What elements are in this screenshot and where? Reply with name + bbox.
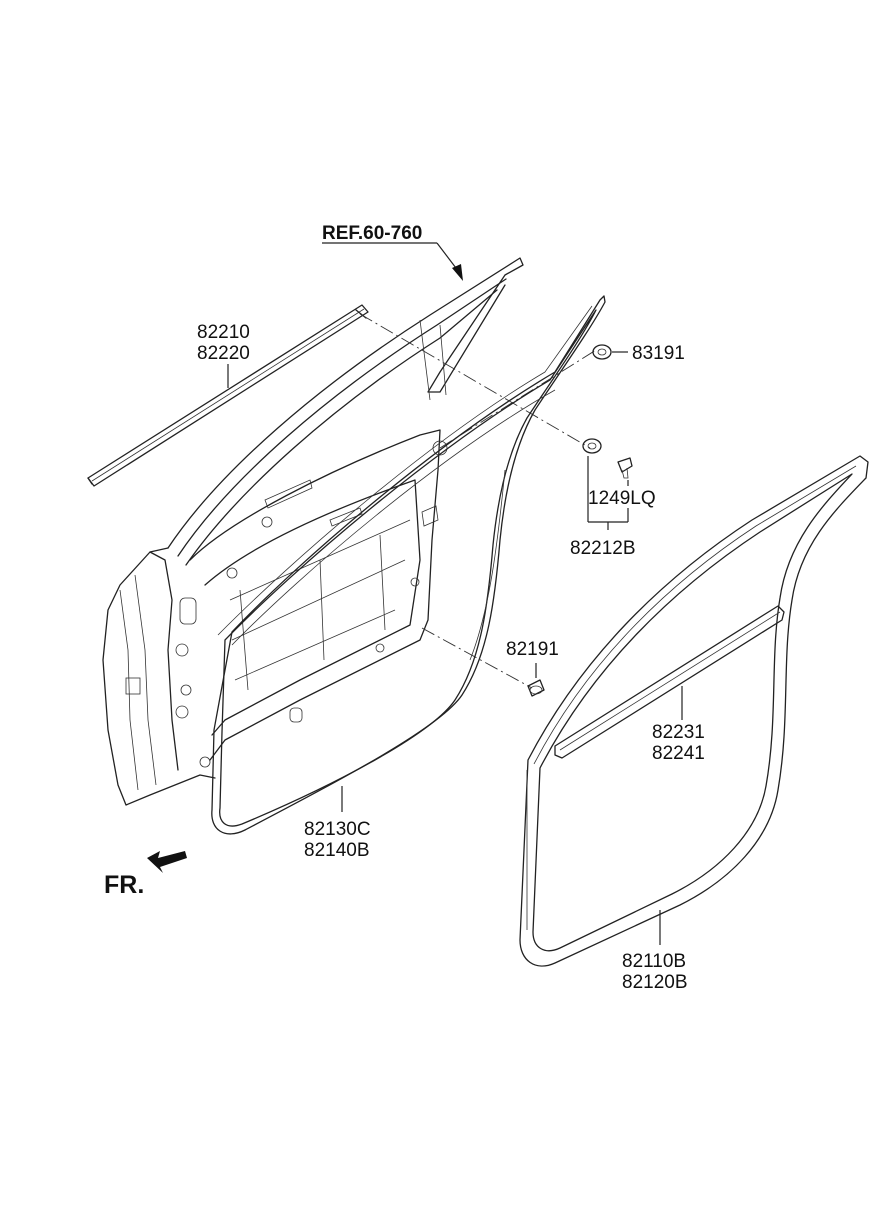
door-panel[interactable] — [102, 257, 524, 806]
callout-83191-label[interactable]: 83191 — [632, 343, 685, 364]
ref-callout: REF.60-760 — [322, 223, 463, 281]
plug-82191[interactable]: 82191 — [506, 639, 559, 697]
callout-1249lq-label[interactable]: 1249LQ — [588, 488, 656, 509]
callout-82110b: 82110B 82120B — [622, 910, 688, 993]
callout-82120b-label[interactable]: 82120B — [622, 972, 688, 993]
body-side-weatherstrip[interactable] — [519, 455, 869, 967]
door-side-weatherstrip[interactable] — [211, 295, 606, 835]
front-label: FR. — [104, 871, 144, 899]
callout-82210: 82210 82220 — [197, 322, 250, 388]
callout-82140b-label[interactable]: 82140B — [304, 840, 370, 861]
callout-82191-label[interactable]: 82191 — [506, 639, 559, 660]
callout-82220-label[interactable]: 82220 — [197, 343, 250, 364]
grommet-83191[interactable]: 83191 — [592, 343, 685, 364]
assembly-lines — [359, 313, 597, 689]
ref-label[interactable]: REF.60-760 — [322, 223, 422, 244]
callout-82212b-label[interactable]: 82212B — [570, 538, 636, 559]
callout-82241-label[interactable]: 82241 — [652, 743, 705, 764]
ref-arrowhead — [452, 264, 463, 281]
callout-82210-label[interactable]: 82210 — [197, 322, 250, 343]
callout-82110b-label[interactable]: 82110B — [622, 951, 686, 972]
callout-82130c: 82130C 82140B — [304, 786, 371, 861]
inner-belt-strip[interactable]: 82231 82241 — [554, 605, 785, 764]
callout-82130c-label[interactable]: 82130C — [304, 819, 371, 840]
clip-assembly-82212b[interactable]: 1249LQ 82212B — [570, 438, 656, 559]
front-arrow-icon — [147, 851, 187, 873]
front-direction-indicator: FR. — [104, 851, 187, 899]
callout-82231-label[interactable]: 82231 — [652, 722, 705, 743]
